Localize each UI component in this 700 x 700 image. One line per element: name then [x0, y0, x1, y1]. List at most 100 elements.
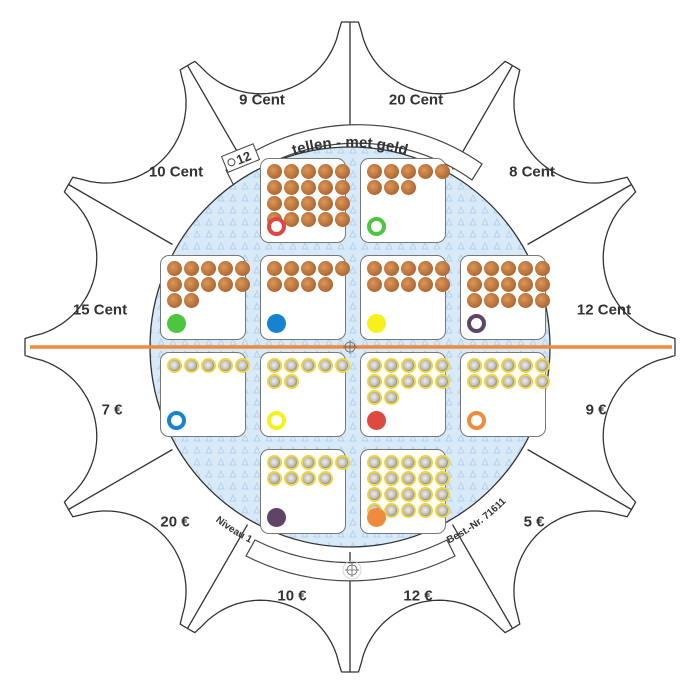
cent-coin-icon	[435, 261, 450, 276]
segment-divider	[451, 524, 514, 629]
cent-coin-icon	[167, 277, 182, 292]
euro-coin-icon	[535, 374, 550, 389]
color-dot-marker	[367, 508, 386, 527]
euro-coin-icon	[418, 455, 433, 470]
coin-card[interactable]	[460, 255, 550, 340]
euro-coin-icon	[201, 358, 216, 373]
segment-label[interactable]: 15 Cent	[72, 301, 128, 319]
cent-coin-icon	[401, 261, 416, 276]
segment-label[interactable]: 5 €	[523, 513, 545, 531]
segment-label[interactable]: 8 Cent	[509, 163, 555, 181]
euro-coin-icon	[384, 471, 399, 486]
coin-card[interactable]	[360, 352, 450, 437]
segment-label[interactable]: 9 €	[585, 401, 607, 419]
coin-card[interactable]	[360, 255, 450, 340]
cent-coin-icon	[284, 180, 299, 195]
cent-coin-icon	[384, 180, 399, 195]
segment-label[interactable]: 20 €	[160, 513, 190, 531]
coin-group	[367, 455, 451, 518]
cent-coin-icon	[284, 277, 299, 292]
euro-coin-icon	[484, 374, 499, 389]
cent-coin-icon	[518, 277, 533, 292]
cent-coin-icon	[335, 212, 350, 227]
level-badge: 12	[220, 143, 261, 173]
cent-coin-icon	[435, 164, 450, 179]
segment-label[interactable]: 12 Cent	[576, 301, 632, 319]
cent-coin-icon	[367, 164, 382, 179]
euro-coin-icon	[267, 471, 282, 486]
coin-card[interactable]	[260, 255, 350, 340]
euro-coin-icon	[418, 487, 433, 502]
cent-coin-icon	[284, 212, 299, 227]
segment-divider	[527, 448, 632, 511]
euro-coin-icon	[384, 390, 399, 405]
coin-card[interactable]	[160, 255, 250, 340]
coin-group	[267, 358, 351, 389]
euro-coin-icon	[435, 455, 450, 470]
segment-label[interactable]: 9 Cent	[239, 91, 285, 109]
segment-label[interactable]: 7 €	[101, 401, 123, 419]
coin-card[interactable]	[260, 449, 350, 534]
coin-group	[367, 261, 451, 292]
badge-number: 12	[234, 148, 253, 167]
coin-card[interactable]	[360, 449, 450, 534]
euro-coin-icon	[367, 358, 382, 373]
cent-coin-icon	[284, 164, 299, 179]
coin-group	[467, 261, 551, 308]
color-dot-marker	[267, 314, 286, 333]
cent-coin-icon	[201, 277, 216, 292]
euro-coin-icon	[435, 374, 450, 389]
cent-coin-icon	[335, 164, 350, 179]
cent-coin-icon	[335, 196, 350, 211]
euro-coin-icon	[384, 503, 399, 518]
euro-coin-icon	[535, 358, 550, 373]
cent-coin-icon	[518, 261, 533, 276]
cent-coin-icon	[418, 164, 433, 179]
cent-coin-icon	[467, 261, 482, 276]
segment-label[interactable]: 20 Cent	[388, 91, 444, 109]
euro-coin-icon	[384, 358, 399, 373]
euro-coin-icon	[518, 358, 533, 373]
segment-divider	[186, 524, 249, 629]
segment-label[interactable]: 12 €	[403, 587, 433, 605]
euro-coin-icon	[484, 358, 499, 373]
coin-card[interactable]	[460, 352, 550, 437]
coin-group	[167, 261, 251, 308]
coin-card[interactable]	[260, 158, 350, 243]
euro-coin-icon	[284, 471, 299, 486]
coin-card[interactable]	[360, 158, 450, 243]
cent-coin-icon	[167, 261, 182, 276]
euro-coin-icon	[401, 487, 416, 502]
cent-coin-icon	[301, 212, 316, 227]
cent-coin-icon	[218, 261, 233, 276]
euro-coin-icon	[467, 374, 482, 389]
euro-coin-icon	[318, 455, 333, 470]
coin-group	[467, 358, 551, 389]
segment-label[interactable]: 10 €	[277, 587, 307, 605]
cent-coin-icon	[184, 293, 199, 308]
cent-coin-icon	[535, 293, 550, 308]
euro-coin-icon	[235, 358, 250, 373]
cent-coin-icon	[201, 261, 216, 276]
cent-coin-icon	[518, 293, 533, 308]
cent-coin-icon	[367, 277, 382, 292]
euro-coin-icon	[284, 455, 299, 470]
registration-mark-icon	[342, 560, 362, 580]
cent-coin-icon	[301, 261, 316, 276]
color-ring-marker	[167, 411, 186, 430]
cent-coin-icon	[301, 196, 316, 211]
euro-coin-icon	[335, 455, 350, 470]
cent-coin-icon	[335, 180, 350, 195]
euro-coin-icon	[401, 471, 416, 486]
cent-coin-icon	[384, 164, 399, 179]
euro-coin-icon	[318, 471, 333, 486]
cent-coin-icon	[267, 261, 282, 276]
cent-coin-icon	[318, 196, 333, 211]
coin-card[interactable]	[260, 352, 350, 437]
euro-coin-icon	[401, 374, 416, 389]
segment-label[interactable]: 10 Cent	[148, 163, 204, 181]
color-ring-marker	[467, 411, 486, 430]
euro-coin-icon	[367, 390, 382, 405]
cent-coin-icon	[301, 180, 316, 195]
coin-card[interactable]	[160, 352, 250, 437]
